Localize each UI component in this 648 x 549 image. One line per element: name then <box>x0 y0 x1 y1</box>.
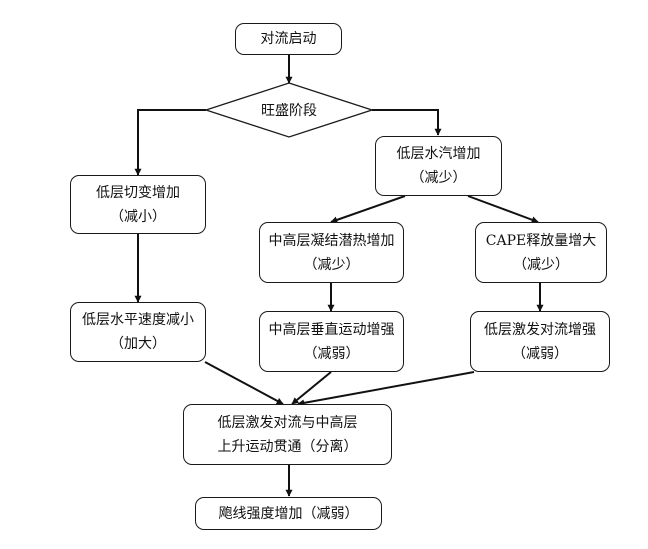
node-convection-start: 对流启动 <box>235 23 342 55</box>
edge-convection-to-coupling <box>297 371 475 407</box>
node-low-level-wind-line2: （加大） <box>110 336 166 352</box>
node-coupling-line2: 上升运动贯通（分离） <box>217 438 358 455</box>
node-vertical-motion-line1: 中高层垂直运动增强 <box>268 321 395 338</box>
node-vertical-motion-line2: （减弱） <box>303 345 360 362</box>
node-cape-release-line1: CAPE释放量增大 <box>485 232 597 249</box>
edge-vertical-to-coupling <box>291 371 332 405</box>
node-cape-release: CAPE释放量增大 （减少） <box>475 222 607 283</box>
node-cape-release-line2: （减少） <box>513 256 569 273</box>
node-latent-heat-line1: 中高层凝结潜热增加 <box>268 232 395 249</box>
node-vertical-motion: 中高层垂直运动增强 （减弱） <box>259 311 404 372</box>
node-latent-heat-line2: （减少） <box>303 256 360 273</box>
node-squall-line-intensity-label: 飑线强度增加（减弱） <box>218 505 359 522</box>
node-squall-line-intensity: 飑线强度增加（减弱） <box>195 497 382 530</box>
node-convection-start-label: 对流启动 <box>260 31 317 47</box>
node-low-level-convection-line2: （减弱） <box>512 345 568 362</box>
node-coupling: 低层激发对流与中高层 上升运动贯通（分离） <box>183 404 392 465</box>
node-low-level-shear-line2: （减小） <box>110 208 166 225</box>
node-low-level-convection: 低层激发对流增强 （减弱） <box>470 311 610 372</box>
node-low-level-convection-line1: 低层激发对流增强 <box>484 321 596 338</box>
decision-label: 旺盛阶段 <box>261 103 317 119</box>
node-low-level-wind: 低层水平速度减小 （加大） <box>70 302 206 362</box>
node-coupling-line1: 低层激发对流与中高层 <box>217 414 358 431</box>
edge-decision-to-shear <box>134 109 206 176</box>
decision-diamond <box>203 82 375 138</box>
node-low-level-wind-line1: 低层水平速度减小 <box>82 312 194 328</box>
edge-moisture-to-cape <box>467 195 539 224</box>
node-low-level-shear: 低层切变增加 （减小） <box>70 175 206 234</box>
node-low-level-moisture: 低层水汽增加 （减少） <box>375 136 502 196</box>
node-low-level-shear-line1: 低层切变增加 <box>96 184 180 201</box>
node-low-level-moisture-line1: 低层水汽增加 <box>396 146 481 162</box>
node-low-level-moisture-line2: （减少） <box>410 170 467 186</box>
edge-wind-to-coupling <box>204 361 284 405</box>
node-latent-heat: 中高层凝结潜热增加 （减少） <box>259 222 404 283</box>
edge-decision-to-moisture <box>372 109 442 136</box>
edge-moisture-to-latent <box>330 195 406 224</box>
